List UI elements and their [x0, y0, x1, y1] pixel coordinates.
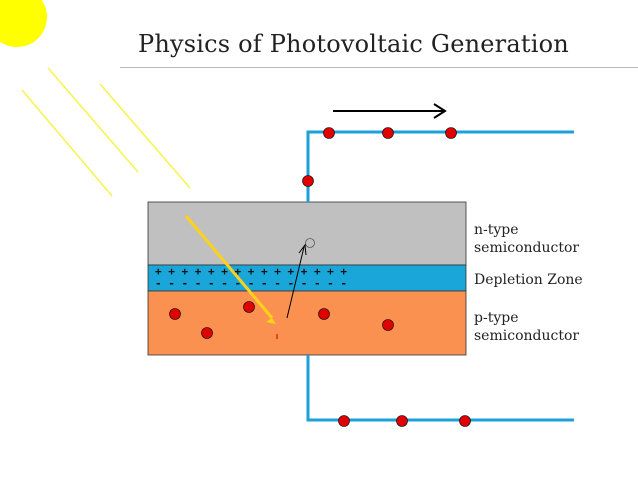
p-type-label-line1: p-type: [474, 310, 519, 326]
hole: [305, 238, 315, 248]
electron: [169, 308, 181, 320]
n-type-label-line2: semiconductor: [474, 240, 580, 256]
electron: [302, 175, 314, 187]
photon-ray-head: [266, 318, 276, 324]
electron-path-head: [298, 243, 307, 256]
current-arrow-head: [433, 103, 447, 119]
p-type-layer: [147, 290, 467, 356]
depletion-minus-row: - - - - - - - - - - - - - - -: [155, 277, 348, 290]
electron: [382, 127, 394, 139]
electron: [201, 327, 213, 339]
electron: [318, 308, 330, 320]
light-ray: [21, 89, 113, 197]
light-ray: [47, 67, 139, 173]
electron: [323, 127, 335, 139]
light-rays: [21, 67, 191, 197]
electron: [445, 127, 457, 139]
electron-path: [286, 246, 305, 319]
photon-ray: [184, 215, 274, 319]
page-title: Physics of Photovoltaic Generation: [138, 30, 569, 58]
depletion-plus-row: + + + + + + + + + + + + + + +: [155, 265, 348, 278]
title-divider: [120, 67, 638, 68]
n-type-label: n-type semiconductor: [474, 221, 579, 257]
electron: [338, 415, 350, 427]
electron: [382, 319, 394, 331]
top-wire: [306, 130, 574, 202]
p-type-label: p-type semiconductor: [474, 309, 579, 345]
electron: [243, 301, 255, 313]
bottom-wire: [306, 355, 574, 422]
electron: [459, 415, 471, 427]
sun-icon: [0, 0, 47, 47]
p-type-label-line2: semiconductor: [474, 328, 580, 344]
depletion-zone-label: Depletion Zone: [474, 272, 583, 288]
light-ray: [99, 83, 191, 189]
n-type-layer: [147, 201, 467, 266]
electron: [396, 415, 408, 427]
n-type-label-line1: n-type: [474, 222, 519, 238]
